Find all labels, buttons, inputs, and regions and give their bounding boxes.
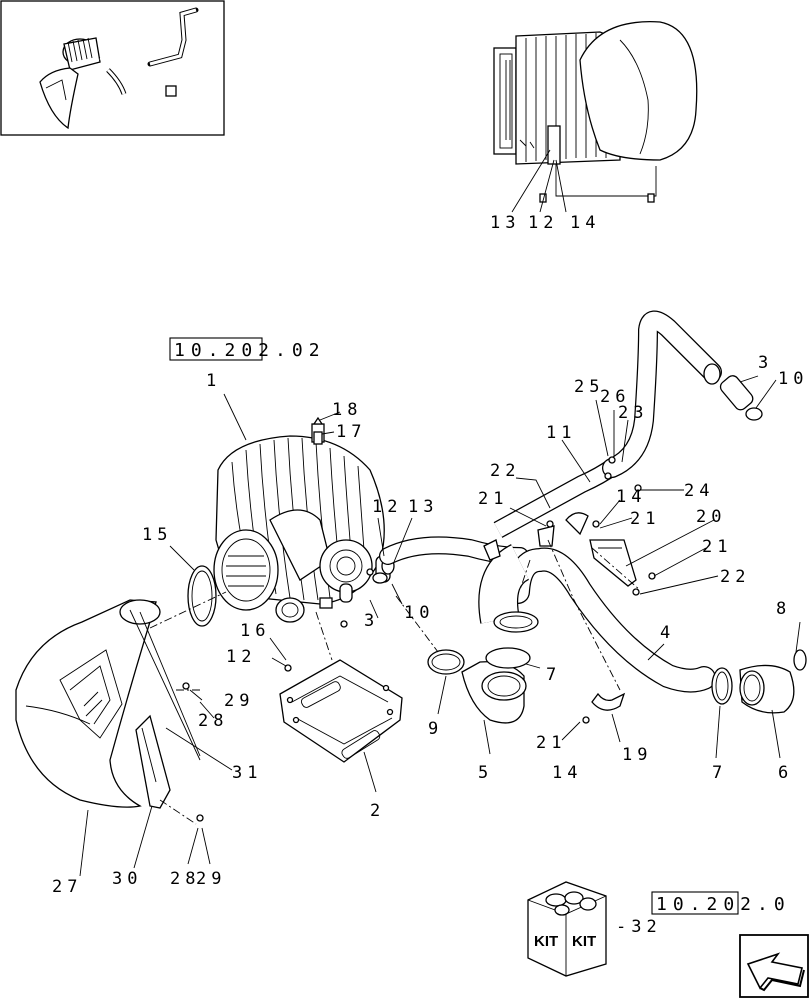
callout-14: 14 (616, 487, 646, 507)
callout-17: 17 (336, 422, 366, 442)
callout-9: 9 (428, 719, 443, 739)
callout-3: 3 (758, 353, 773, 373)
callout-21: 21 (702, 537, 732, 557)
callout-13: 13 (408, 497, 438, 517)
callout-14: 14 (570, 213, 600, 233)
callout-labels: 1 18 17 12 13 15 3 10 16 12 29 28 31 2 2… (52, 213, 808, 897)
callout-4: 4 (660, 623, 675, 643)
clamp-19 (591, 692, 626, 711)
air-filter-housing (213, 435, 385, 623)
callout-22: 22 (720, 567, 750, 587)
callout-29: 29 (196, 869, 226, 889)
callout-10: 10 (778, 369, 808, 389)
callout-6: 6 (778, 763, 793, 783)
leader-lines (79, 149, 801, 877)
callout-1: 1 (206, 371, 221, 391)
callout-21: 21 (536, 733, 566, 753)
callout-12: 12 (372, 497, 402, 517)
reference-link-bottom[interactable]: 10.202.0 (651, 891, 791, 915)
callout-29: 29 (224, 691, 254, 711)
callout-28: 28 (198, 711, 228, 731)
callout-23: 23 (618, 403, 648, 423)
tube-4 (478, 544, 716, 693)
callout-19: 19 (622, 745, 652, 765)
pipe-11 (602, 310, 763, 478)
hose-clip (483, 512, 589, 561)
callout-30: 30 (112, 869, 142, 889)
callout-22: 22 (490, 461, 520, 481)
callout-31: 31 (232, 763, 262, 783)
reference-text-top: 10.202.02 (174, 340, 326, 361)
callout-2: 2 (370, 801, 385, 821)
callout-18: 18 (332, 400, 362, 420)
kit-label-right: KIT (572, 933, 596, 950)
overview-thumbnail[interactable] (0, 0, 225, 136)
assembly-centerlines (149, 539, 641, 825)
callout-24: 24 (684, 481, 714, 501)
reference-text-bottom: 10.202.0 (656, 894, 791, 915)
seal-ring-15 (187, 565, 217, 627)
callout-20: 20 (696, 507, 726, 527)
reference-link-top[interactable]: 10.202.02 (169, 337, 326, 361)
callout-kit: -32 (616, 917, 662, 937)
callout-27: 27 (52, 877, 82, 897)
callout-16: 16 (240, 621, 270, 641)
callout-25: 25 (574, 377, 604, 397)
kit-box-icon[interactable]: KIT KIT (527, 881, 607, 977)
elbow-5 (427, 647, 531, 724)
callout-12: 12 (528, 213, 558, 233)
callout-28: 28 (170, 869, 200, 889)
callout-7: 7 (712, 763, 727, 783)
kit-label-left: KIT (534, 933, 558, 950)
callout-12: 12 (226, 647, 256, 667)
bracket-30 (135, 714, 171, 809)
fitting-17-18 (311, 416, 325, 445)
callout-21: 21 (478, 489, 508, 509)
callout-14: 14 (552, 763, 582, 783)
callout-7: 7 (546, 665, 561, 685)
detail-view-filter (493, 21, 698, 203)
callout-10: 10 (404, 603, 434, 623)
callout-15: 15 (142, 525, 172, 545)
bracket-20 (589, 539, 637, 587)
callout-13: 13 (490, 213, 520, 233)
callout-3: 3 (364, 611, 379, 631)
clamp-7-elbow-6 (711, 649, 807, 714)
support-bracket (279, 659, 403, 763)
callout-26: 26 (600, 387, 630, 407)
precleaner-hood (15, 599, 201, 808)
navigation-arrow-icon[interactable] (739, 934, 809, 998)
callout-21: 21 (630, 509, 660, 529)
callout-5: 5 (478, 763, 493, 783)
callout-8: 8 (776, 599, 791, 619)
fasteners (182, 456, 656, 822)
callout-11: 11 (546, 423, 576, 443)
